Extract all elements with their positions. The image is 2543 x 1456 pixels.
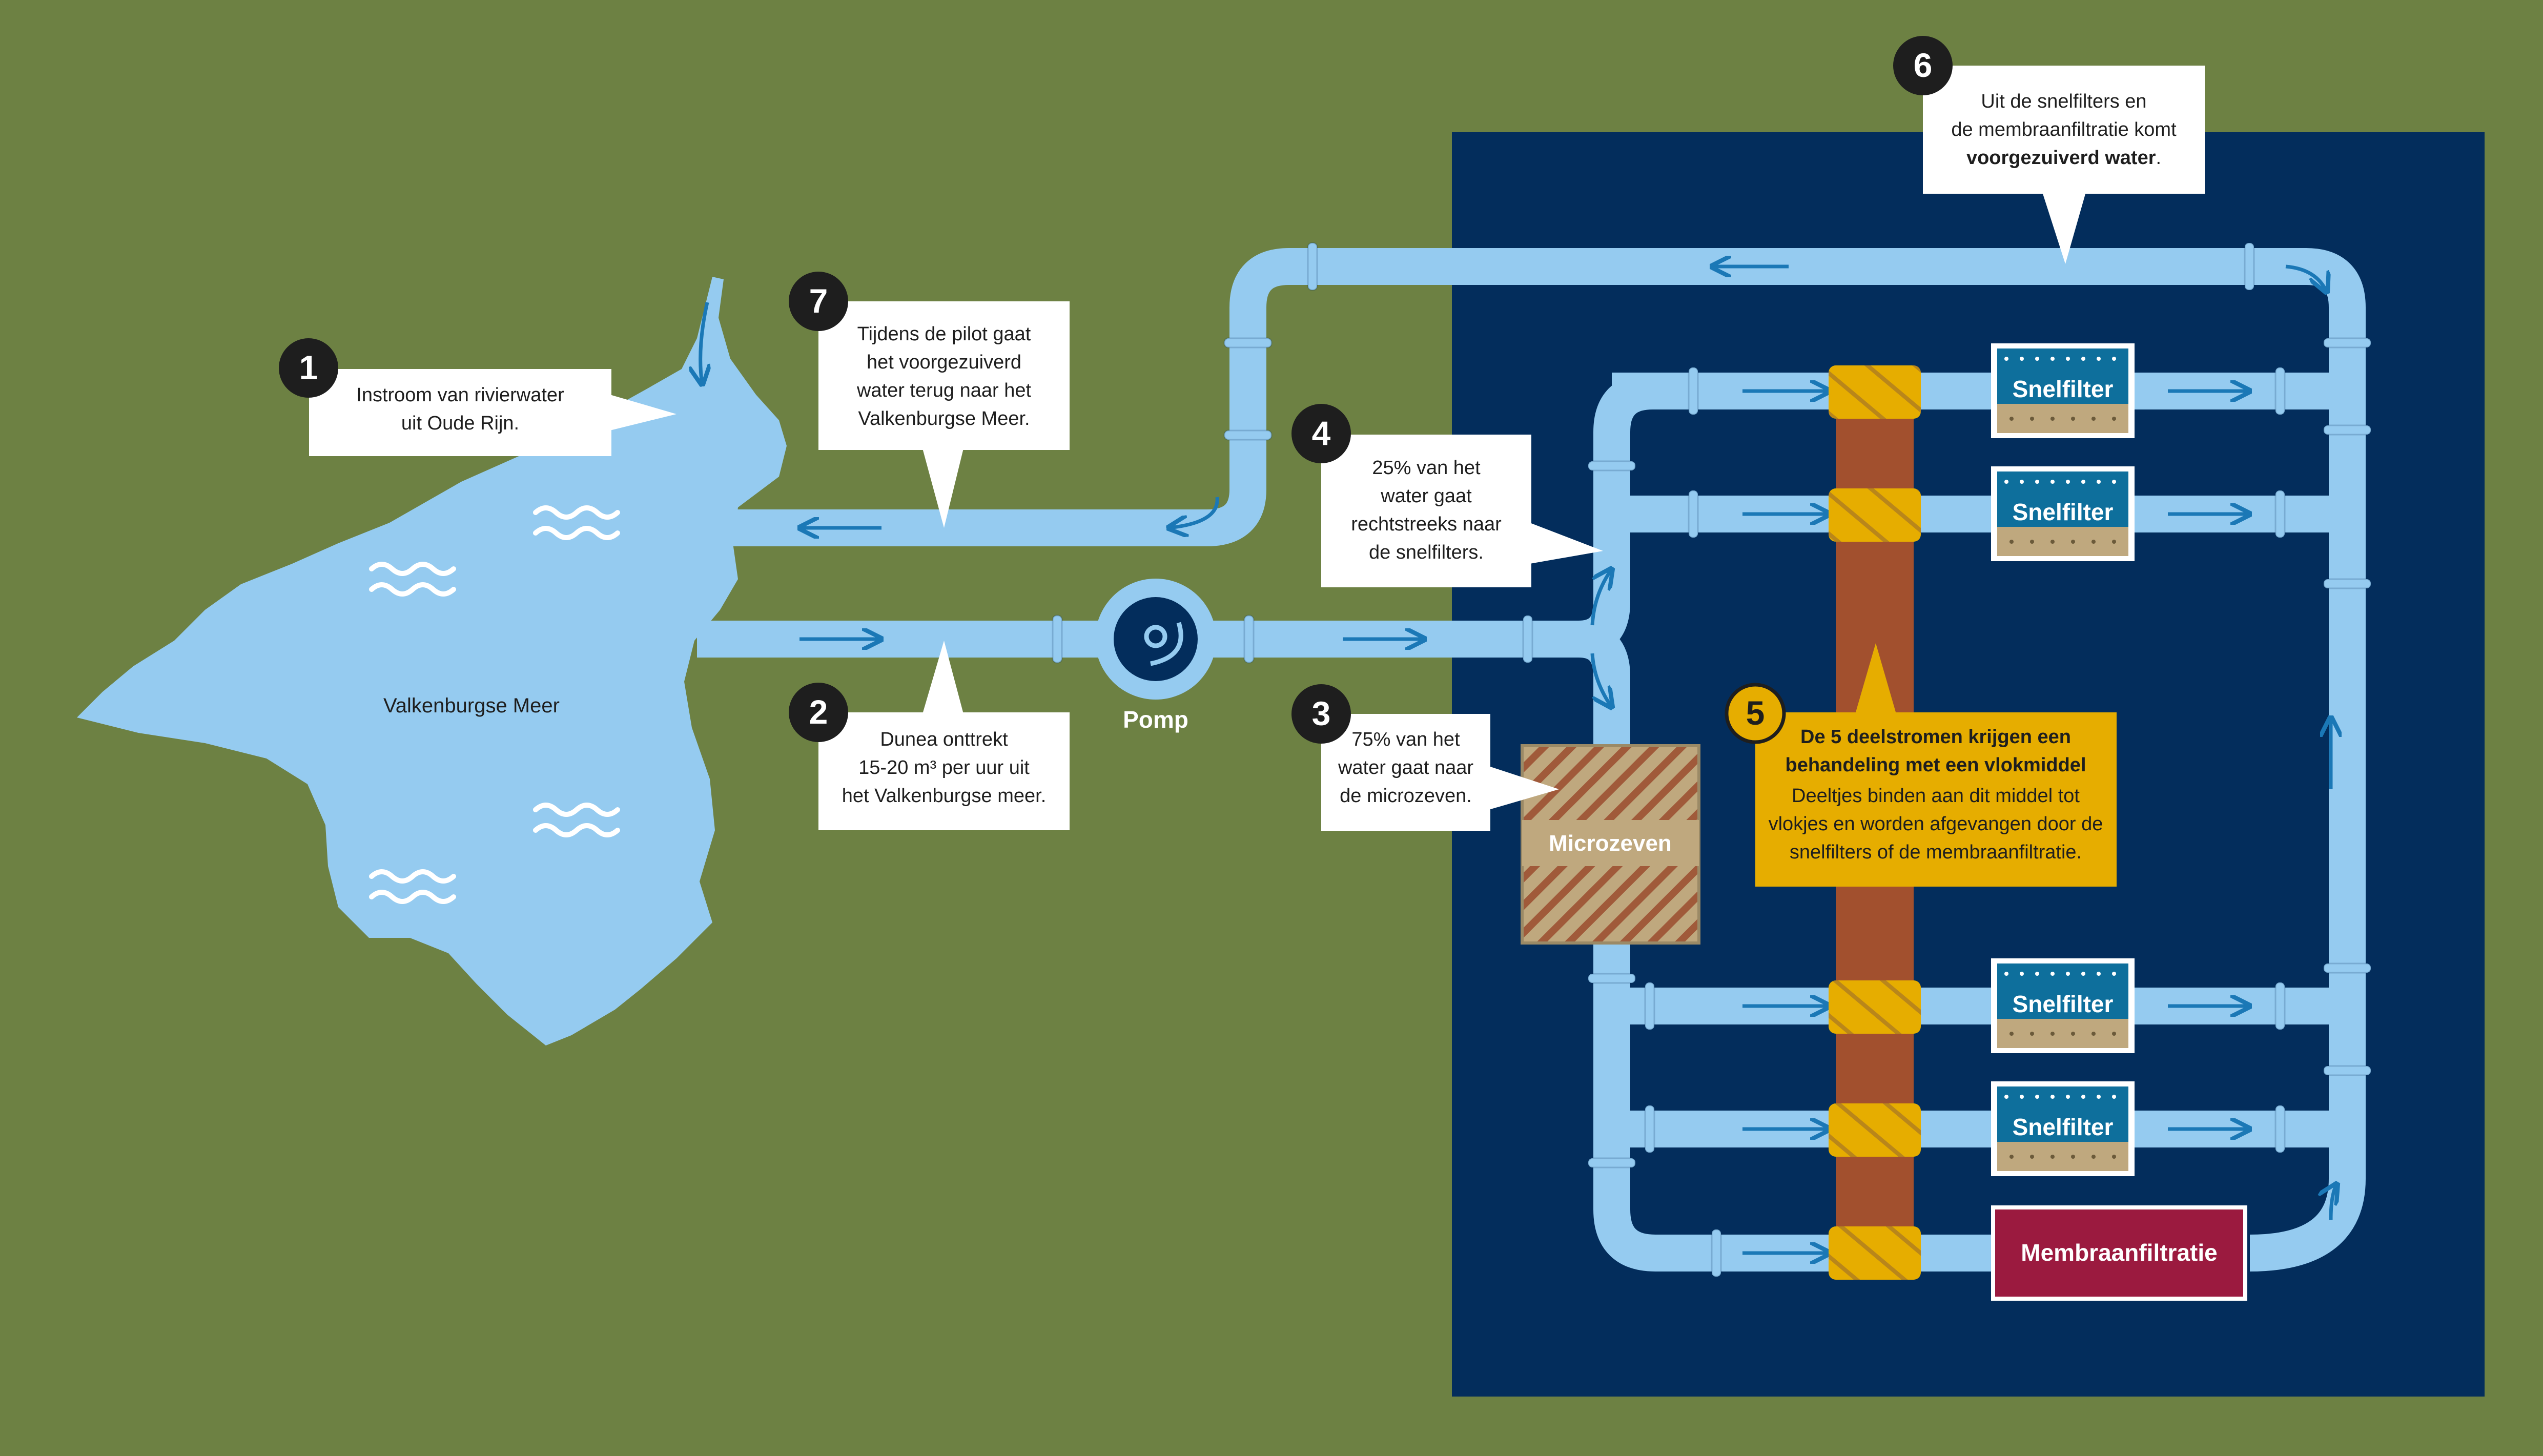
snelfilter-3-label: Snelfilter <box>2013 991 2114 1017</box>
flocculant-dosing-points <box>1829 365 1921 1280</box>
callout-5-line-1: De 5 deelstromen krijgen een <box>1800 726 2071 748</box>
callout-2-line-2: 15-20 m³ per uur uit <box>858 757 1030 778</box>
callout-6-line-2: de membraanfiltratie komt <box>1951 119 2177 140</box>
callout-5-number: 5 <box>1746 694 1765 732</box>
callout-5-line-4: vlokjes en worden afgevangen door de <box>1769 813 2103 835</box>
lake-label: Valkenburgse Meer <box>383 694 560 717</box>
pipe-couplings <box>1052 242 2372 1278</box>
callout-7-number: 7 <box>809 282 828 320</box>
callout-3-badge <box>1291 684 1351 744</box>
callout-5-line-2: behandeling met een vlokmiddel <box>1785 754 2086 776</box>
snelfilter-3 <box>1991 958 2135 1053</box>
callout-6-badge <box>1893 36 1953 95</box>
pump-label: Pomp <box>1123 706 1188 733</box>
snelfilter-4-label: Snelfilter <box>2013 1114 2114 1140</box>
callout-6-tail: . <box>2156 147 2162 169</box>
pump <box>1095 579 1216 700</box>
callout-3-line-1: 75% van het <box>1351 729 1460 750</box>
callout-6-line-3: voorgezuiverd water. <box>1966 147 2161 169</box>
callout-4-line-3: rechtstreeks naar <box>1351 514 1502 535</box>
snelfilter-4 <box>1991 1081 2135 1176</box>
membrane-label: Membraanfiltratie <box>2021 1239 2217 1266</box>
snelfilter-sand-dots <box>2009 417 2116 1159</box>
callout-6-number: 6 <box>1914 46 1933 84</box>
callout-1-line-2: uit Oude Rijn. <box>401 413 519 434</box>
callout-7-line-1: Tijdens de pilot gaat <box>857 323 1031 345</box>
callout-2: Dunea onttrekt 15-20 m³ per uur uit het … <box>789 641 1070 830</box>
snelfilter-2 <box>1991 466 2135 561</box>
snelfilter-1 <box>1991 343 2135 438</box>
callout-3: 75% van het water gaat naar de microzeve… <box>1291 684 1559 831</box>
flow-arrows <box>701 266 2337 1253</box>
callout-2-number: 2 <box>809 693 828 731</box>
callout-5-line-3: Deeltjes binden aan dit middel tot <box>1792 785 2080 807</box>
callout-7-line-3: water terug naar het <box>856 380 1032 401</box>
callout-7-badge <box>789 272 848 331</box>
right-collector-pipe <box>697 248 2366 1179</box>
callout-1-badge <box>279 338 338 398</box>
callout-6-line-1: Uit de snelfilters en <box>1981 91 2146 112</box>
callout-4: 25% van het water gaat rechtstreeks naar… <box>1291 404 1603 587</box>
callout-3-number: 3 <box>1312 694 1331 732</box>
callout-3-line-2: water gaat naar <box>1338 757 1473 778</box>
callout-2-line-1: Dunea onttrekt <box>880 729 1008 750</box>
branch-row-5 <box>2249 1178 2366 1272</box>
callout-2-badge <box>789 683 848 742</box>
callout-7-line-2: het voorgezuiverd <box>867 352 1021 373</box>
membrane-filtration <box>1995 1209 2243 1297</box>
valkenburgse-meer-lake <box>77 277 787 1045</box>
callout-2-line-3: het Valkenburgse meer. <box>842 785 1047 807</box>
callout-7: Tijdens de pilot gaat het voorgezuiverd … <box>789 272 1070 528</box>
callout-5-line-5: snelfilters of de membraanfiltratie. <box>1790 842 2082 863</box>
callout-4-line-2: water gaat <box>1380 485 1472 507</box>
callout-4-line-4: de snelfilters. <box>1369 542 1484 563</box>
callout-6: Uit de snelfilters en de membraanfiltrat… <box>1893 36 2205 264</box>
callout-1: Instroom van rivierwater uit Oude Rijn. … <box>279 338 676 456</box>
microsieve-label: Microzeven <box>1549 831 1672 856</box>
snelfilter-1-label: Snelfilter <box>2013 376 2114 402</box>
snelfilter-dots <box>2004 357 2116 1099</box>
microsieve <box>1521 744 1700 945</box>
lake-waves <box>369 505 620 904</box>
callout-3-line-3: de microzeven. <box>1340 785 1472 807</box>
snelfilter-2-label: Snelfilter <box>2013 499 2114 525</box>
callout-5-badge <box>1725 683 1786 744</box>
split-down-pipe <box>1577 621 1630 748</box>
callout-7-line-4: Valkenburgse Meer. <box>858 408 1030 429</box>
callout-5: De 5 deelstromen krijgen een behandeling… <box>1725 643 2117 887</box>
callout-4-number: 4 <box>1312 414 1331 452</box>
lower-distribution-pipe <box>1593 943 1994 1272</box>
callout-1-number: 1 <box>299 348 318 386</box>
callout-1-line-1: Instroom van rivierwater <box>356 384 564 406</box>
callout-4-line-1: 25% van het <box>1372 457 1481 479</box>
callout-6-bold-text: voorgezuiverd water <box>1966 147 2156 169</box>
callout-4-badge <box>1291 404 1351 463</box>
